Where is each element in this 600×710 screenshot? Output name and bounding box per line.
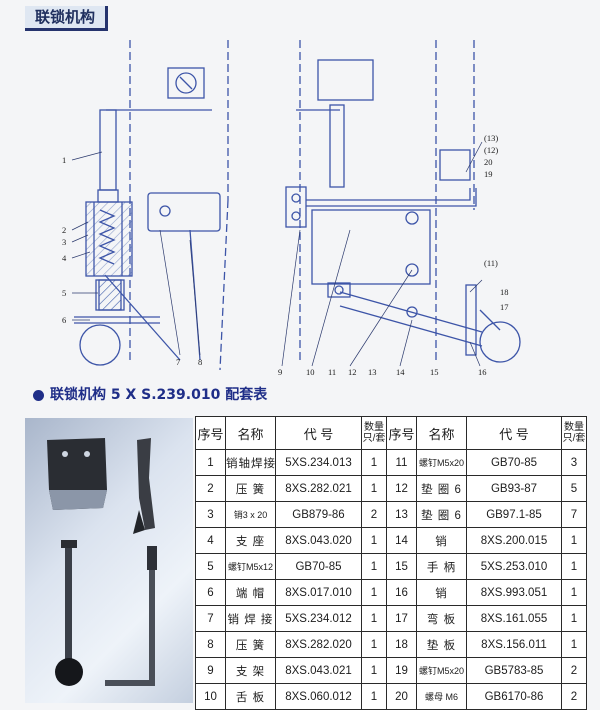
table-row: 7 销 焊 接 5XS.234.012 1 17 弯 板 8XS.161.055… (195, 605, 587, 632)
callout-13: 13 (368, 367, 377, 377)
callout-9: 9 (278, 367, 282, 377)
callout-12: 12 (348, 367, 357, 377)
header-qty: 数量 只/套 (361, 416, 387, 450)
callout-19: 19 (484, 169, 493, 179)
header-no: 序号 (386, 416, 417, 450)
table-row: 6 端 帽 8XS.017.010 1 16 销 8XS.993.051 1 (195, 579, 587, 606)
table-row: 9 支 架 8XS.043.021 1 19 螺钉M5x20 GB5783-85… (195, 657, 587, 684)
mechanism-drawing: 1 2 3 4 5 6 7 8 9 10 11 12 13 14 15 16 (… (62, 40, 521, 377)
callout-13-ref: (13) (484, 133, 498, 143)
table-row: 5 螺钉M5x12 GB70-85 1 15 手 柄 5XS.253.010 1 (195, 553, 587, 580)
callout-6: 6 (62, 315, 66, 325)
table-row: 3 销3 x 20 GB879-86 2 13 垫 圈 6 GB97.1-85 … (195, 501, 587, 528)
callout-14: 14 (396, 367, 405, 377)
header-code: 代 号 (275, 416, 362, 450)
callout-15: 15 (430, 367, 439, 377)
page-title: 联锁机构 (25, 6, 109, 31)
table-row: 1 销轴焊接 5XS.234.013 1 11 螺钉M5x20 GB70-85 … (195, 449, 587, 476)
callout-12-ref: (12) (484, 145, 498, 155)
callout-3: 3 (62, 237, 66, 247)
parts-table: 序号 名称 代 号 数量 只/套 序号 名称 代 号 数量 只/套 1 销轴焊接… (195, 416, 587, 710)
table-header-row: 序号 名称 代 号 数量 只/套 序号 名称 代 号 数量 只/套 (195, 416, 587, 450)
callout-17: 17 (500, 302, 509, 312)
table-row: 4 支 座 8XS.043.020 1 14 销 8XS.200.015 1 (195, 527, 587, 554)
header-code: 代 号 (466, 416, 562, 450)
header-no: 序号 (195, 416, 226, 450)
callout-10: 10 (306, 367, 315, 377)
callout-4: 4 (62, 253, 67, 263)
callout-2: 2 (62, 225, 66, 235)
callout-11-ref: (11) (484, 258, 498, 268)
table-subtitle: 联锁机构 5 X S.239.010 配套表 (50, 387, 268, 403)
callout-1: 1 (62, 155, 66, 165)
callout-8: 8 (198, 357, 202, 367)
table-row: 2 压 簧 8XS.282.021 1 12 垫 圈 6 GB93-87 5 (195, 475, 587, 502)
callout-5: 5 (62, 288, 66, 298)
table-row: 8 压 簧 8XS.282.020 1 18 垫 板 8XS.156.011 1 (195, 631, 587, 658)
header-qty: 数量 只/套 (561, 416, 587, 450)
header-name: 名称 (416, 416, 467, 450)
parts-photo (25, 418, 193, 703)
callout-18: 18 (500, 287, 509, 297)
header-name: 名称 (225, 416, 276, 450)
callout-20: 20 (484, 157, 493, 167)
callout-7: 7 (176, 357, 180, 367)
bullet-icon (33, 390, 44, 401)
callout-11: 11 (328, 367, 336, 377)
table-row: 10 舌 板 8XS.060.012 1 20 螺母 M6 GB6170-86 … (195, 683, 587, 710)
callout-16: 16 (478, 367, 487, 377)
